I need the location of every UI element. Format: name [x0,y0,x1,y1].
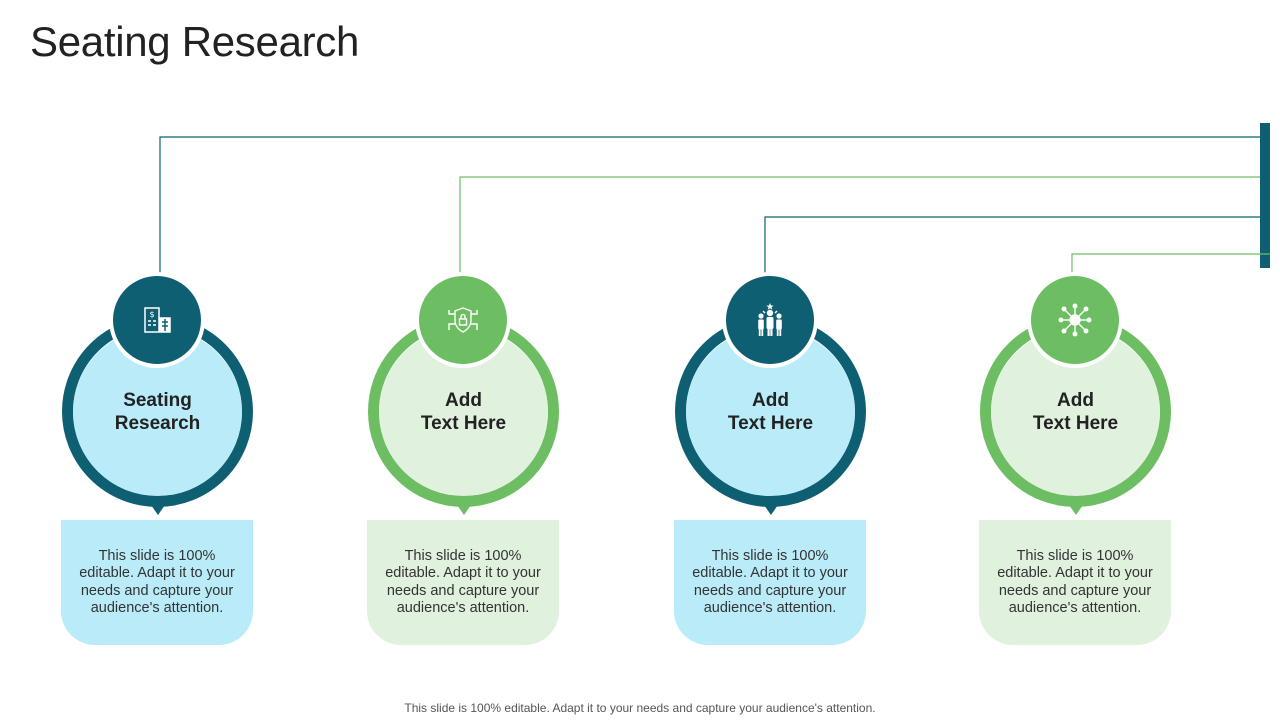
connector-line-4 [1071,253,1270,277]
description-box: This slide is 100% editable. Adapt it to… [674,520,866,645]
svg-text:$: $ [149,310,154,319]
item-add-text-4: Add Text Here This slide is 100% editabl… [979,272,1173,646]
circle-pointer [1062,495,1090,515]
connector-line-3 [764,216,1260,277]
item-add-text-2: Add Text Here This slide is 100% editabl… [367,272,561,646]
network-hub-icon [1058,303,1092,337]
icon-badge [419,276,507,364]
circle-pointer [144,495,172,515]
page-title: Seating Research [30,18,360,65]
description-box: This slide is 100% editable. Adapt it to… [61,520,253,645]
connector-line-2 [459,176,1260,277]
circle-label: Add Text Here [1032,390,1119,434]
connector-bar [1260,123,1270,268]
description-text: This slide is 100% editable. Adapt it to… [385,547,541,617]
description-text: This slide is 100% editable. Adapt it to… [692,547,848,617]
circle-pointer [757,495,785,515]
circle-label: Add Text Here [727,390,814,434]
description-box: This slide is 100% editable. Adapt it to… [367,520,559,645]
connector-line-1 [159,136,1260,277]
item-add-text-3: Add Text Here This slide is 100% editabl… [674,272,868,646]
circle-label: Add Text Here [420,390,507,434]
footer-note: This slide is 100% editable. Adapt it to… [404,701,876,715]
icon-badge [726,276,814,364]
circle-label: Seating Research [114,390,201,434]
team-success-icon [758,303,782,336]
financial-building-icon: $ [144,307,171,333]
description-text: This slide is 100% editable. Adapt it to… [997,547,1153,617]
description-box: This slide is 100% editable. Adapt it to… [979,520,1171,645]
circle-pointer [450,495,478,515]
icon-badge [1031,276,1119,364]
item-seating-research: Seating Research $ This slide is 100% ed… [61,272,255,646]
description-text: This slide is 100% editable. Adapt it to… [79,547,235,617]
shield-lock-network-icon [448,307,478,333]
icon-badge: $ [113,276,201,364]
